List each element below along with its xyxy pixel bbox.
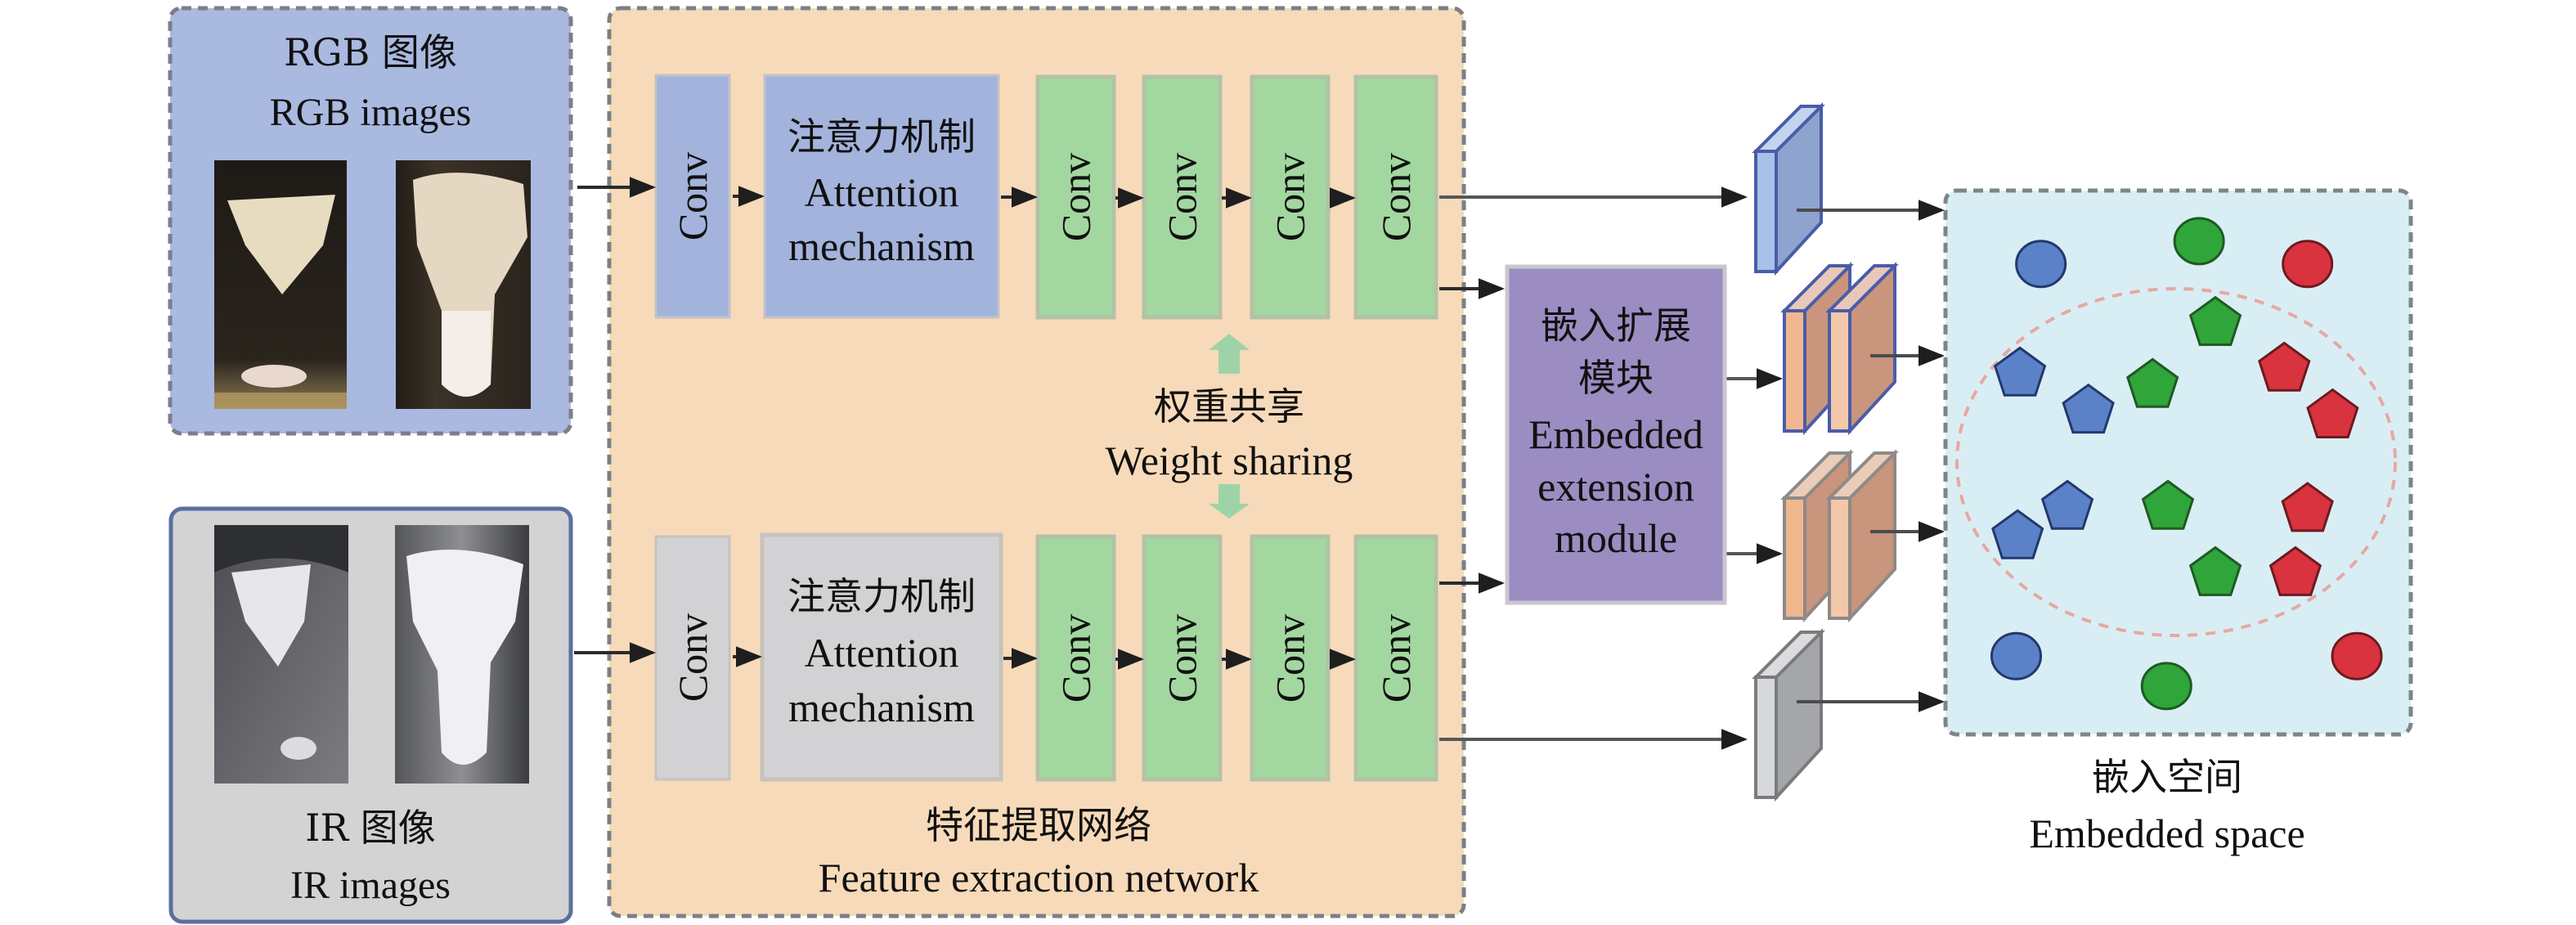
- rgb-conv-block-1: [654, 74, 731, 319]
- rgb-conv-block-1-label: Conv: [670, 152, 716, 240]
- feature-network-title-zh: 特征提取网络: [926, 803, 1151, 847]
- rgb-panel-title-en: RGB images: [270, 91, 472, 134]
- ir-conv-block-5: [1353, 534, 1438, 782]
- rgb-extended-map-1: [1780, 262, 1854, 436]
- blue-pentagon-point: [1993, 346, 2047, 397]
- module-label-en-1: Embedded: [1528, 411, 1703, 457]
- rgb-conv-block-5-label: Conv: [1373, 153, 1419, 241]
- ir-conv-block-4: [1250, 534, 1331, 782]
- rgb-conv-block-4-label: Conv: [1268, 153, 1313, 241]
- rgb-conv-block-3: [1142, 74, 1223, 320]
- cluster-boundary-ellipse: [1955, 287, 2397, 637]
- green-pentagon-point: [2188, 546, 2242, 596]
- module-label-zh-2: 模块: [1578, 356, 1654, 400]
- rgb-attention-block: [763, 74, 1000, 319]
- rgb-conv-block-5: [1353, 74, 1438, 320]
- ir-conv-block-5-label: Conv: [1373, 614, 1419, 703]
- ir-conv-block-4-label: Conv: [1268, 614, 1313, 703]
- rgb-conv-block-2-label: Conv: [1053, 153, 1099, 241]
- rgb-cow-image-2: [396, 160, 531, 409]
- rgb-attention-label-en-2: mechanism: [788, 223, 975, 269]
- embedded-extension-module: 嵌入扩展 模块 Embedded extension module: [1505, 264, 1727, 605]
- green-circle-point: [2140, 662, 2192, 711]
- ir-conv-block-1-label: Conv: [670, 613, 716, 702]
- weight-sharing: 权重共享 Weight sharing: [1106, 334, 1353, 519]
- ir-panel-title-en: IR images: [290, 864, 451, 907]
- red-pentagon-point: [2281, 482, 2334, 532]
- weight-sharing-label-zh: 权重共享: [1154, 384, 1304, 429]
- flow-arrows: [574, 177, 1783, 750]
- ir-cow-image-2: [395, 525, 529, 784]
- weight-sharing-up-arrow: [1209, 334, 1250, 374]
- rgb-extended-feature-maps: [1780, 262, 1899, 436]
- green-pentagon-point: [2141, 479, 2195, 530]
- ir-images-panel: IR 图像 IR images: [168, 506, 573, 924]
- blue-circle-point: [1990, 631, 2042, 680]
- blue-pentagon-point: [2040, 479, 2094, 530]
- rgb-conv-block-4: [1250, 74, 1331, 320]
- weight-sharing-down-arrow: [1209, 484, 1250, 519]
- embedded-space: 嵌入空间 Embedded space: [1943, 188, 2413, 856]
- rgb-feature-map: [1752, 102, 1825, 276]
- ir-conv-block-1: [654, 535, 731, 781]
- rgb-images-panel: RGB 图像 RGB images: [168, 6, 573, 436]
- rgb-attention-label-zh: 注意力机制: [788, 115, 976, 159]
- ir-conv-block-2-label: Conv: [1053, 614, 1099, 703]
- rgb-conv-block-3-label: Conv: [1160, 153, 1205, 241]
- rgb-attention-label-en-1: Attention: [805, 169, 959, 215]
- module-label-en-2: extension: [1537, 464, 1694, 510]
- ir-attention-label-en-2: mechanism: [788, 685, 975, 730]
- ir-attention-block: [760, 532, 1003, 782]
- ir-attention-label-en-1: Attention: [805, 630, 959, 676]
- ir-conv-block-2: [1035, 534, 1116, 782]
- ir-extended-map-2: [1825, 449, 1899, 623]
- red-pentagon-point: [2258, 341, 2311, 392]
- rgb-conv-block-2: [1035, 74, 1116, 320]
- rgb-cow-image-1: [214, 160, 347, 409]
- embedded-space-title-en: Embedded space: [2029, 810, 2304, 856]
- green-pentagon-point: [2126, 357, 2179, 408]
- rgb-extended-map-2: [1825, 262, 1899, 436]
- rgb-conv-stack: Conv Conv Conv Conv: [1035, 74, 1438, 320]
- ir-attention-label-zh: 注意力机制: [788, 574, 976, 618]
- ir-extended-feature-maps: [1780, 449, 1899, 623]
- green-circle-point: [2173, 217, 2225, 266]
- module-label-zh-1: 嵌入扩展: [1541, 303, 1691, 348]
- blue-pentagon-point: [2062, 383, 2115, 434]
- red-circle-point: [2282, 240, 2334, 289]
- ir-conv-block-3: [1142, 534, 1223, 782]
- ir-conv-stack: Conv Conv Conv Conv: [1035, 534, 1438, 782]
- blue-pentagon-point: [1991, 509, 2044, 559]
- ir-conv-block-3-label: Conv: [1160, 614, 1205, 703]
- green-pentagon-point: [2188, 295, 2242, 346]
- ir-panel-title-zh: IR 图像: [305, 806, 435, 850]
- red-circle-point: [2331, 631, 2383, 680]
- feature-network-title-en: Feature extraction network: [819, 855, 1259, 900]
- blue-circle-point: [2015, 240, 2067, 289]
- ir-cow-image-1: [214, 525, 348, 784]
- module-background: [1505, 264, 1727, 605]
- rgb-panel-title-zh: RGB 图像: [284, 30, 457, 74]
- embedding-arrows: [1797, 200, 1945, 712]
- weight-sharing-label-en: Weight sharing: [1106, 438, 1353, 483]
- embedded-space-title-zh: 嵌入空间: [2092, 755, 2242, 799]
- ir-feature-map: [1752, 628, 1825, 802]
- feature-maps: [1752, 102, 1899, 802]
- red-pentagon-point: [2269, 546, 2322, 596]
- embedded-space-background: [1943, 188, 2413, 737]
- red-pentagon-point: [2306, 388, 2359, 438]
- module-label-en-3: module: [1555, 515, 1677, 561]
- embedding-points: [1990, 217, 2383, 711]
